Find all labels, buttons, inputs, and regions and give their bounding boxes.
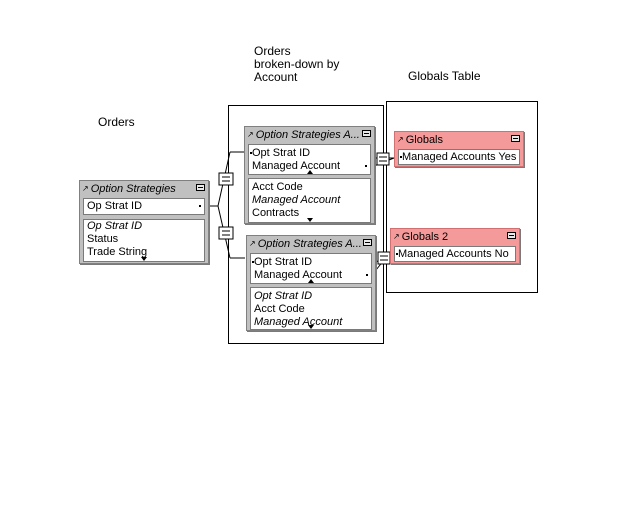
table-title: ↗Globals — [397, 133, 521, 147]
field-row[interactable]: Opt Strat ID — [250, 147, 311, 159]
menu-icon[interactable] — [511, 135, 520, 142]
menu-icon[interactable] — [363, 239, 372, 246]
menu-icon[interactable] — [196, 184, 205, 191]
scroll-down-icon[interactable] — [141, 257, 147, 261]
table-title-text: Globals 2 — [401, 231, 449, 243]
fields-panel: Op Strat ID Status Trade String — [83, 219, 205, 262]
table-title: ↗Option Strategies A... — [249, 237, 373, 251]
table-title: ↗Globals 2 — [393, 230, 517, 244]
field-row[interactable]: Opt Strat ID — [252, 256, 313, 268]
menu-icon[interactable] — [362, 130, 371, 137]
arrow-icon: ↗ — [247, 130, 254, 139]
key-fields-panel: Managed Accounts No — [394, 246, 516, 262]
field-row[interactable]: Managed Accounts Yes — [400, 151, 517, 163]
field-row[interactable]: Acct Code — [252, 181, 303, 193]
arrow-icon: ↗ — [393, 232, 400, 241]
fields-panel: Opt Strat ID Acct Code Managed Account — [250, 287, 372, 330]
field-row[interactable]: Op Strat ID — [84, 200, 204, 213]
field-row[interactable]: Managed Account — [252, 194, 341, 206]
scroll-up-icon[interactable] — [306, 170, 313, 174]
scroll-up-icon[interactable] — [308, 279, 314, 283]
field-row[interactable]: Trade String — [87, 246, 148, 258]
table-title-text: Option Strategies A... — [257, 238, 362, 250]
key-fields-panel: Managed Accounts Yes — [398, 149, 520, 165]
key-fields-panel: Opt Strat ID Managed Account — [250, 253, 372, 284]
key-fields-panel: Op Strat ID — [83, 198, 205, 215]
field-row[interactable]: Acct Code — [254, 303, 305, 315]
arrow-icon: ↗ — [249, 239, 256, 248]
field-row[interactable]: Managed Accounts No — [396, 248, 509, 260]
menu-icon[interactable] — [507, 232, 516, 239]
globals-group — [386, 101, 538, 293]
table-title: ↗Option Strategies A... — [247, 128, 372, 142]
orders-label: Orders — [98, 115, 135, 129]
field-row[interactable]: Managed Account — [251, 269, 371, 282]
key-fields-panel: Opt Strat ID Managed Account — [248, 144, 371, 175]
field-row[interactable]: Contracts — [252, 207, 300, 219]
table-title-text: Option Strategies — [90, 183, 176, 195]
globals-table-label: Globals Table — [408, 69, 481, 83]
scroll-down-icon[interactable] — [308, 325, 314, 329]
relationship-symbol — [218, 152, 391, 265]
table-option-strategies-accounts-2[interactable]: ↗Option Strategies A... Opt Strat ID Man… — [246, 235, 376, 331]
field-row[interactable]: Managed Account — [249, 160, 370, 173]
fields-panel: Acct Code Managed Account Contracts — [248, 178, 371, 223]
table-title-text: Option Strategies A... — [255, 129, 360, 141]
table-title-text: Globals — [405, 134, 443, 146]
field-row[interactable]: Status — [87, 233, 119, 245]
orders-by-account-group — [228, 105, 384, 344]
scroll-down-icon[interactable] — [306, 218, 313, 222]
field-row[interactable]: Opt Strat ID — [254, 290, 313, 302]
orders-by-account-label: Orders broken-down by Account — [254, 44, 340, 84]
field-row[interactable]: Managed Account — [254, 316, 343, 328]
arrow-icon: ↗ — [82, 184, 89, 193]
table-globals-2[interactable]: ↗Globals 2 Managed Accounts No — [390, 228, 520, 264]
field-row[interactable]: Op Strat ID — [87, 220, 143, 232]
table-option-strategies-accounts-1[interactable]: ↗Option Strategies A... Opt Strat ID Man… — [244, 126, 375, 224]
table-option-strategies[interactable]: ↗Option Strategies Op Strat ID Op Strat … — [79, 180, 209, 264]
table-title: ↗Option Strategies — [82, 182, 206, 196]
table-globals[interactable]: ↗Globals Managed Accounts Yes — [394, 131, 524, 167]
arrow-icon: ↗ — [397, 135, 404, 144]
